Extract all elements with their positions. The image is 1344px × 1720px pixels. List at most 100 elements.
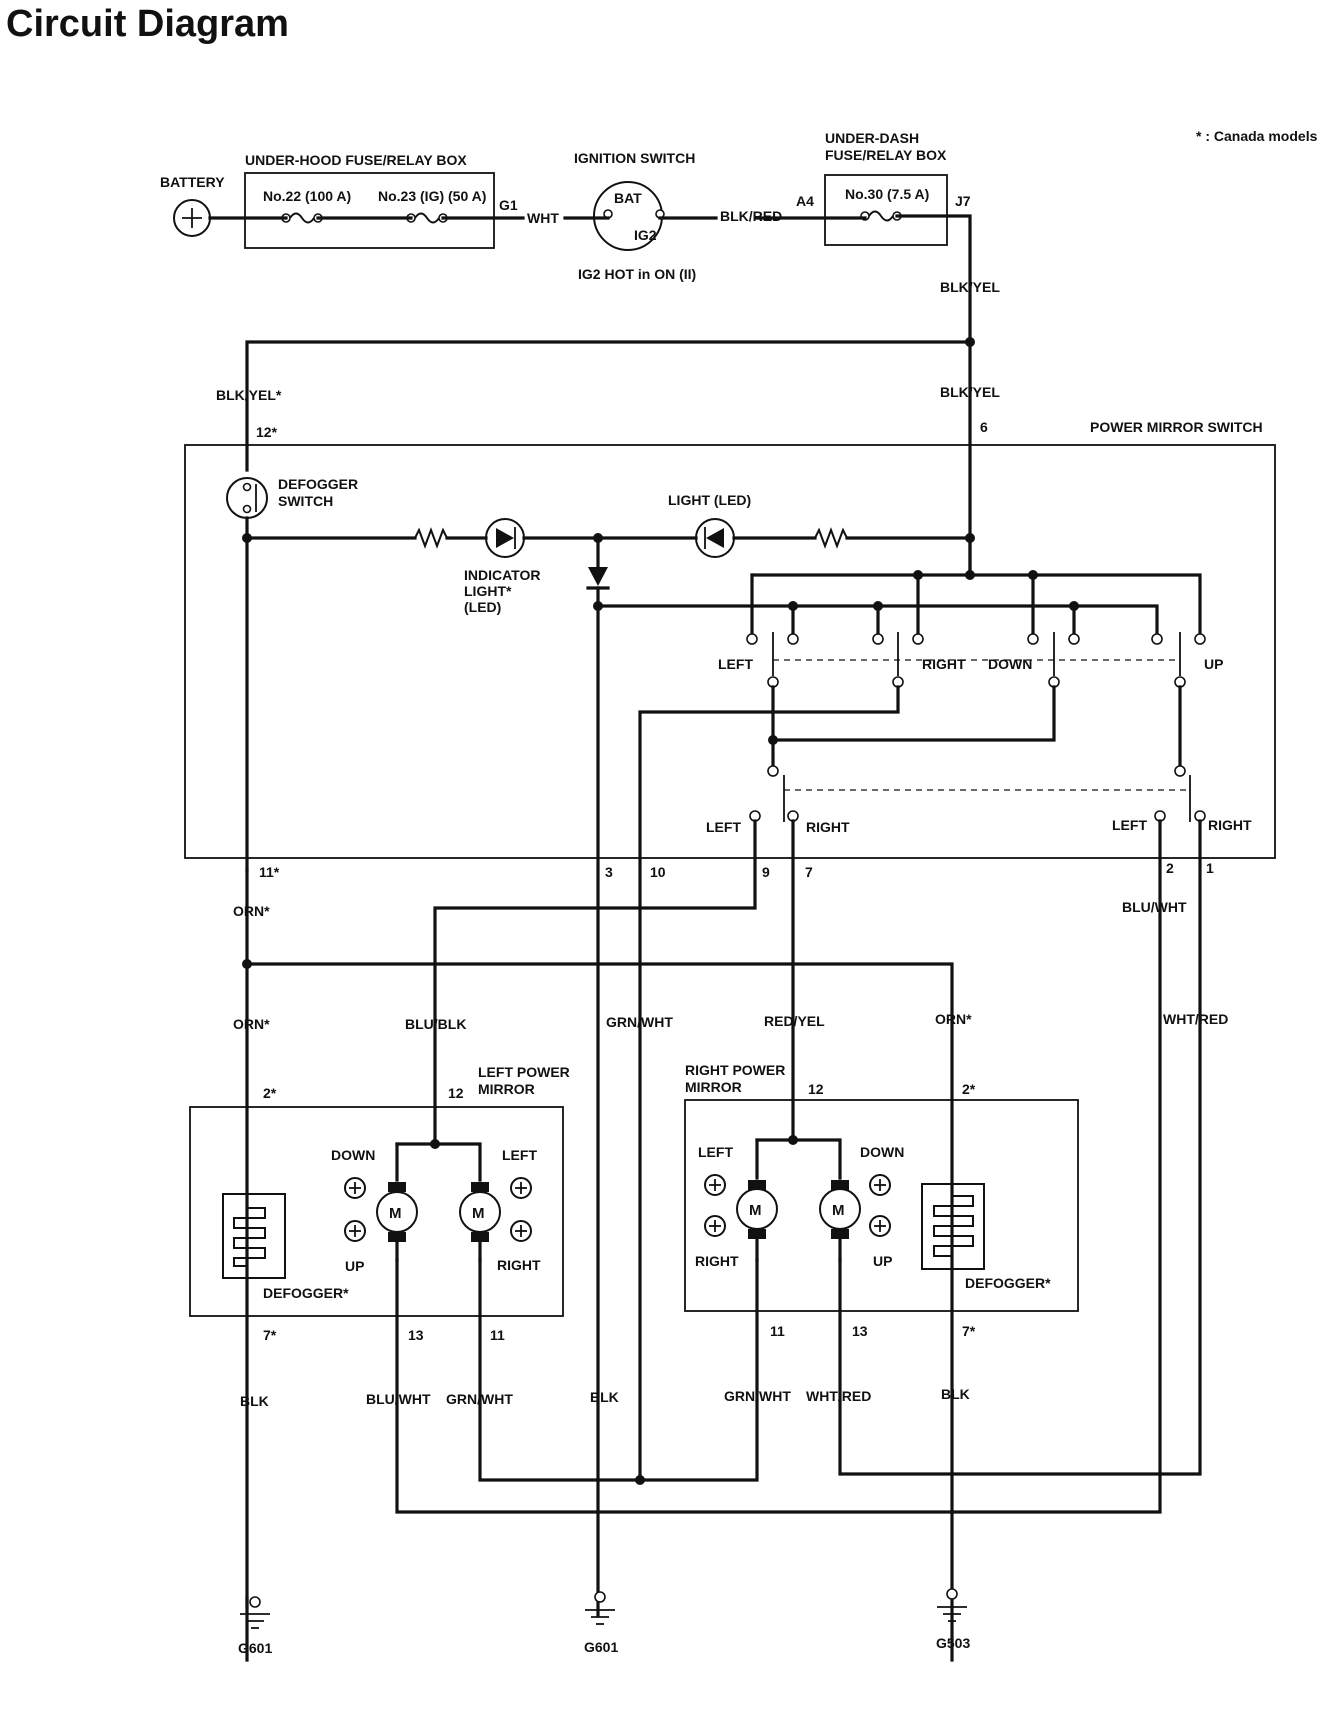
diode-icon <box>586 567 610 590</box>
selector-switch-terminals <box>746 632 1206 688</box>
pin-11star: 11* <box>259 864 280 880</box>
indicator-led-icon <box>485 518 525 558</box>
terminal-a4: A4 <box>796 193 814 209</box>
wire-blk-red: BLK/RED <box>720 208 782 224</box>
pin-7: 7 <box>805 864 813 880</box>
wire-grn-wht-1: GRN/WHT <box>606 1014 673 1030</box>
indicator-label-3: (LED) <box>464 599 501 615</box>
plus-icon <box>869 1174 891 1196</box>
ground-icon <box>585 1591 615 1625</box>
fuse-no30-label: No.30 (7.5 A) <box>845 186 929 202</box>
light-led-label: LIGHT (LED) <box>668 492 751 508</box>
rm-pin-12: 12 <box>808 1081 824 1097</box>
under-hood-fuse-relay-box: UNDER-HOOD FUSE/RELAY BOX No.22 (100 A) … <box>244 152 518 249</box>
wire-orn-2: ORN* <box>233 1016 270 1032</box>
defogger-switch-icon <box>226 477 268 519</box>
wire-blk-1: BLK <box>240 1393 269 1409</box>
resistor-icon <box>414 527 448 549</box>
wire-blk-yel-1: BLK/YEL <box>940 279 1000 295</box>
under-dash-box-title-1: UNDER-DASH <box>825 130 919 146</box>
wire-blk-yel-2: BLK/YEL <box>940 384 1000 400</box>
fuse-no23-label: No.23 (IG) (50 A) <box>378 188 486 204</box>
lm-pin-12: 12 <box>448 1085 464 1101</box>
pin-1: 1 <box>1206 860 1214 876</box>
motor-icon: M <box>736 1180 778 1239</box>
wire-blk-2: BLK <box>590 1389 619 1405</box>
plus-icon <box>344 1177 366 1199</box>
right-defogger-label: DEFOGGER* <box>965 1275 1051 1291</box>
motor-icon: M <box>819 1180 861 1239</box>
lm-down-label: DOWN <box>331 1147 375 1163</box>
terminal-g1: G1 <box>499 197 518 213</box>
pin-9: 9 <box>762 864 770 880</box>
fuse-no22-label: No.22 (100 A) <box>263 188 351 204</box>
wire-red-yel: RED/YEL <box>764 1013 825 1029</box>
right-power-mirror: RIGHT POWER MIRROR 12 2* M M LEFT RIGHT … <box>684 1062 1079 1312</box>
lm-pin-13: 13 <box>408 1327 424 1343</box>
left-power-mirror: LEFT POWER MIRROR 2* 12 DEFOGGER* M M <box>189 1064 570 1317</box>
pin-6: 6 <box>980 419 988 435</box>
defogger-switch-label-1: DEFOGGER <box>278 476 358 492</box>
wire-blk-yel-star: BLK/YEL* <box>216 387 282 403</box>
wire-orn-1: ORN* <box>233 903 270 919</box>
rm-left-label: LEFT <box>698 1144 733 1160</box>
defogger-element-icon <box>921 1183 985 1270</box>
terminal-j7: J7 <box>955 193 971 209</box>
power-mirror-switch-title: POWER MIRROR SWITCH <box>1090 419 1263 435</box>
light-led-icon <box>695 518 735 558</box>
left-mirror-title-1: LEFT POWER <box>478 1064 570 1080</box>
ground-icon <box>240 1596 270 1629</box>
ignition-bat-label: BAT <box>614 190 642 206</box>
motor-label: M <box>472 1205 485 1222</box>
switch-down-label: DOWN <box>988 656 1032 672</box>
wire-wht-red-2: WHT/RED <box>806 1388 871 1404</box>
right-mirror-title-2: MIRROR <box>685 1079 742 1095</box>
rm-pin-2star: 2* <box>962 1081 976 1097</box>
wire-blu-wht-1: BLU/WHT <box>1122 899 1187 915</box>
power-mirror-switch: POWER MIRROR SWITCH 6 1 2* DEFOGGER SWITC… <box>184 419 1276 1617</box>
rm-pin-11: 11 <box>770 1323 785 1339</box>
ground-g503: G503 <box>936 1635 970 1651</box>
ignition-note: IG2 HOT in ON (II) <box>578 266 696 282</box>
switch-left-label: LEFT <box>718 656 753 672</box>
left-mirror-title-2: MIRROR <box>478 1081 535 1097</box>
mirror-select-switch <box>749 765 1206 822</box>
wire-wht: WHT <box>527 210 559 226</box>
defogger-switch-label-2: SWITCH <box>278 493 333 509</box>
select-right-label-2: RIGHT <box>1208 817 1252 833</box>
rm-pin-13: 13 <box>852 1323 868 1339</box>
lm-pin-2star: 2* <box>263 1085 277 1101</box>
lm-up-label: UP <box>345 1258 364 1274</box>
battery-label: BATTERY <box>160 174 225 190</box>
motor-label: M <box>832 1202 845 1219</box>
ignition-ig2-label: IG2 <box>634 227 657 243</box>
motor-icon: M <box>459 1182 501 1242</box>
motor-label: M <box>749 1202 762 1219</box>
right-mirror-title-1: RIGHT POWER <box>685 1062 785 1078</box>
fuse-icon <box>406 212 448 224</box>
wire-blk-3: BLK <box>941 1386 970 1402</box>
plus-icon <box>869 1215 891 1237</box>
pin-2: 2 <box>1166 860 1174 876</box>
rm-down-label: DOWN <box>860 1144 904 1160</box>
rm-right-label: RIGHT <box>695 1253 739 1269</box>
indicator-label-2: LIGHT* <box>464 583 512 599</box>
plus-icon <box>510 1177 532 1199</box>
lm-right-label: RIGHT <box>497 1257 541 1273</box>
select-left-label-2: LEFT <box>1112 817 1147 833</box>
under-dash-fuse-relay-box: UNDER-DASH FUSE/RELAY BOX No.30 (7.5 A) … <box>796 130 971 246</box>
lm-left-label: LEFT <box>502 1147 537 1163</box>
wire-orn-3: ORN* <box>935 1011 972 1027</box>
indicator-label-1: INDICATOR <box>464 567 540 583</box>
ground-icon <box>937 1588 967 1622</box>
switch-right-label: RIGHT <box>922 656 966 672</box>
wire-blu-blk: BLU/BLK <box>405 1016 466 1032</box>
switch-up-label: UP <box>1204 656 1223 672</box>
resistor-icon <box>814 527 848 549</box>
plus-icon <box>344 1220 366 1242</box>
supply-wiring <box>208 214 975 577</box>
wire-grn-wht-3: GRN/WHT <box>724 1388 791 1404</box>
select-left-label: LEFT <box>706 819 741 835</box>
lm-pin-7star: 7* <box>263 1327 277 1343</box>
